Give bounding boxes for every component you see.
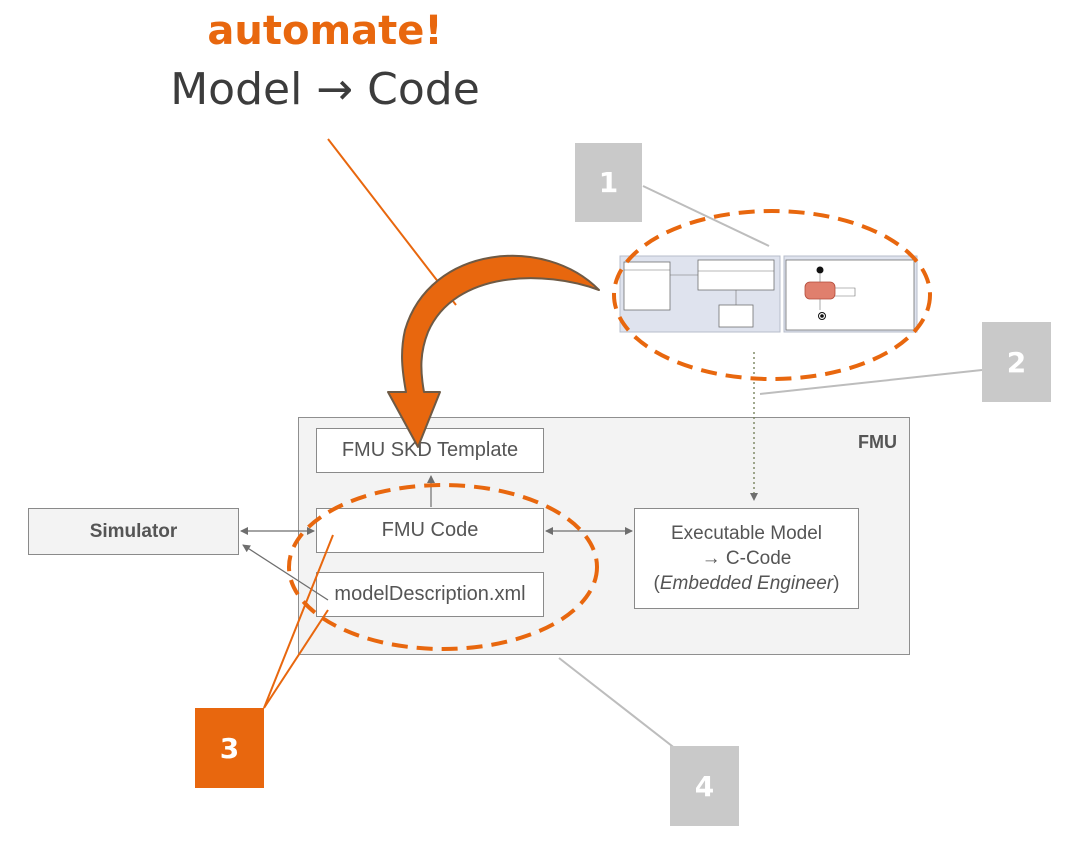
model-description-box: modelDescription.xml xyxy=(316,572,544,617)
uml-state-diagram-icon xyxy=(783,255,918,333)
title-main: Model → Code xyxy=(170,64,480,115)
badge-4-leader xyxy=(558,657,691,761)
badge-4: 4 xyxy=(670,746,739,826)
badge-3-leader-a xyxy=(263,534,334,709)
title-pointer-line xyxy=(327,138,457,306)
badge-1: 1 xyxy=(575,143,642,222)
uml-class-diagram-icon xyxy=(619,255,781,333)
curved-arrow-icon xyxy=(387,254,600,448)
badge-2-leader xyxy=(759,369,983,395)
paren-close: ) xyxy=(833,573,840,594)
fmu-template-box: FMU SKD Template xyxy=(316,428,544,473)
desc-sim-arrow xyxy=(242,544,329,601)
badge-2: 2 xyxy=(982,322,1051,402)
paren-open: ( xyxy=(653,573,660,594)
fmu-code-box: FMU Code xyxy=(316,508,544,553)
simulator-box: Simulator xyxy=(28,508,239,555)
badge-1-leader xyxy=(642,185,770,247)
badge-3-leader-b xyxy=(263,609,329,709)
uml-highlight-ellipse xyxy=(612,209,932,381)
executable-engineer: Embedded Engineer xyxy=(659,573,834,594)
executable-line2: → C-Code xyxy=(701,548,792,569)
fmu-code-highlight-ellipse xyxy=(287,483,599,651)
fmu-label: FMU xyxy=(858,432,897,452)
title-accent: automate! xyxy=(207,8,443,54)
badge-3: 3 xyxy=(195,708,264,788)
executable-line1: Executable Model xyxy=(670,523,823,544)
executable-line3: (Embedded Engineer) xyxy=(654,571,840,596)
executable-model-box: Executable Model → C-Code (Embedded Engi… xyxy=(634,508,859,609)
